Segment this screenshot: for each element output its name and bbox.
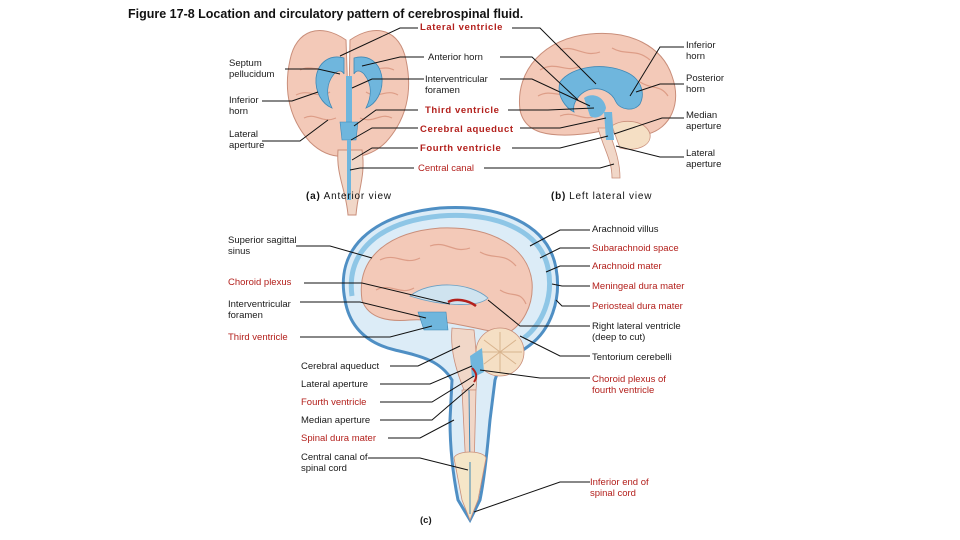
leader-central-a [349, 167, 414, 171]
label-meningeal-dura-mater: Meningeal dura mater [592, 281, 685, 292]
leader-inferior-horn-b [629, 46, 684, 97]
leader-lines [262, 27, 684, 513]
leader-aqueduct-c [390, 345, 461, 367]
label-cerebral-aqueduct-c: Cerebral aqueduct [301, 361, 380, 372]
anterior-view-brain [286, 30, 410, 216]
label-tentorium-cerebelli: Tentorium cerebelli [592, 352, 672, 363]
label-lateral-aperture-a: Lateral aperture [229, 129, 265, 151]
leader-choroid-fourth [479, 369, 590, 379]
lateral-view-brain [518, 32, 677, 179]
label-third-ventricle-c: Third ventricle [228, 332, 288, 343]
leader-fourth-a [351, 147, 418, 161]
label-median-aperture-c: Median aperture [301, 415, 371, 426]
caption-letter-b: (b) [551, 191, 567, 202]
leader-inferior-horn-a [262, 91, 319, 102]
caption-lateral-view: (b)Left lateral view [551, 191, 652, 202]
label-arachnoid-mater: Arachnoid mater [592, 261, 662, 272]
leader-septum [285, 68, 341, 75]
caption-text-b: Left lateral view [569, 191, 653, 202]
leader-tentorium [519, 335, 590, 357]
label-inferior-horn-b: Inferior horn [686, 40, 716, 62]
leader-ivf-c [300, 301, 427, 319]
caption-letter-c: (c) [420, 515, 432, 526]
leader-inferior-end [473, 481, 590, 513]
leader-fourth-b [512, 135, 609, 149]
leader-third-c [300, 325, 433, 338]
leader-third-ventricle [353, 109, 418, 127]
label-lateral-aperture-b: Lateral aperture [686, 148, 722, 170]
leader-lateral-aperture-c [380, 365, 473, 385]
label-choroid-plexus-fourth: Choroid plexus of fourth ventricle [592, 374, 666, 396]
caption-anterior-view: (a)Anterior view [306, 191, 392, 202]
leader-sss [296, 245, 373, 259]
leader-lateral-aperture-b [615, 145, 684, 158]
label-interventricular-foramen-c: Interventricular foramen [228, 299, 291, 321]
leader-right-lv [487, 299, 590, 327]
label-subarachnoid-space: Subarachnoid space [592, 243, 679, 254]
label-interventricular-foramen-a: Interventricular foramen [425, 74, 488, 96]
leader-third-b [508, 107, 595, 111]
label-anterior-horn: Anterior horn [428, 52, 483, 63]
leader-lateral-aperture-a [262, 119, 329, 142]
label-inferior-horn-a: Inferior horn [229, 95, 259, 117]
label-central-canal-a: Central canal [418, 163, 474, 174]
leader-anterior-horn [361, 56, 424, 67]
label-lateral-aperture-c: Lateral aperture [301, 379, 369, 390]
leader-ivf-a [351, 78, 424, 89]
label-superior-sagittal-sinus: Superior sagittal sinus [228, 235, 297, 257]
label-choroid-plexus: Choroid plexus [228, 277, 292, 288]
label-septum-pellucidum: Septum pellucidum [229, 58, 275, 80]
leader-anterior-horn-b [500, 56, 579, 101]
leader-median-aperture-b [613, 117, 684, 135]
label-periosteal-dura-mater: Periosteal dura mater [592, 301, 683, 312]
leader-arachnoid-villus [529, 229, 590, 247]
caption-text-a: Anterior view [323, 191, 392, 202]
sagittal-section [341, 206, 560, 524]
label-third-ventricle-a: Third ventricle [425, 105, 500, 116]
leader-posterior-horn [635, 83, 684, 93]
leader-fourth-c [380, 375, 475, 403]
leader-lateral-ventricle [339, 27, 418, 57]
label-posterior-horn: Posterior horn [686, 73, 725, 95]
leader-spinal-dura [388, 419, 455, 439]
label-right-lateral-ventricle: Right lateral ventricle (deep to cut) [592, 321, 681, 343]
label-fourth-ventricle-a: Fourth ventricle [420, 143, 502, 154]
label-lateral-ventricle: Lateral ventricle [420, 22, 504, 33]
caption-letter-a: (a) [306, 191, 321, 202]
leader-median-c [380, 383, 475, 421]
leader-periosteal [555, 299, 590, 307]
label-fourth-ventricle-c: Fourth ventricle [301, 397, 367, 408]
leader-ivf-b [500, 78, 591, 107]
leader-aqueduct-b [520, 117, 607, 129]
label-cerebral-aqueduct-a: Cerebral aqueduct [420, 124, 514, 135]
leader-lateral-ventricle-b [512, 27, 597, 85]
label-arachnoid-villus: Arachnoid villus [592, 224, 659, 235]
label-median-aperture-b: Median aperture [686, 110, 722, 132]
leader-central-b [484, 163, 615, 169]
leader-arachnoid-mater [545, 265, 590, 273]
label-central-canal-spinal-cord: Central canal of spinal cord [301, 452, 368, 474]
figure-title: Figure 17-8 Location and circulatory pat… [128, 7, 524, 21]
leader-subarachnoid [539, 247, 590, 259]
label-inferior-end-spinal-cord: Inferior end of spinal cord [590, 477, 649, 499]
leader-choroid-c [304, 282, 451, 305]
label-spinal-dura-mater: Spinal dura mater [301, 433, 376, 444]
leader-central-canal-c [368, 457, 469, 471]
leader-aqueduct [350, 127, 418, 141]
leader-meningeal [551, 283, 590, 287]
